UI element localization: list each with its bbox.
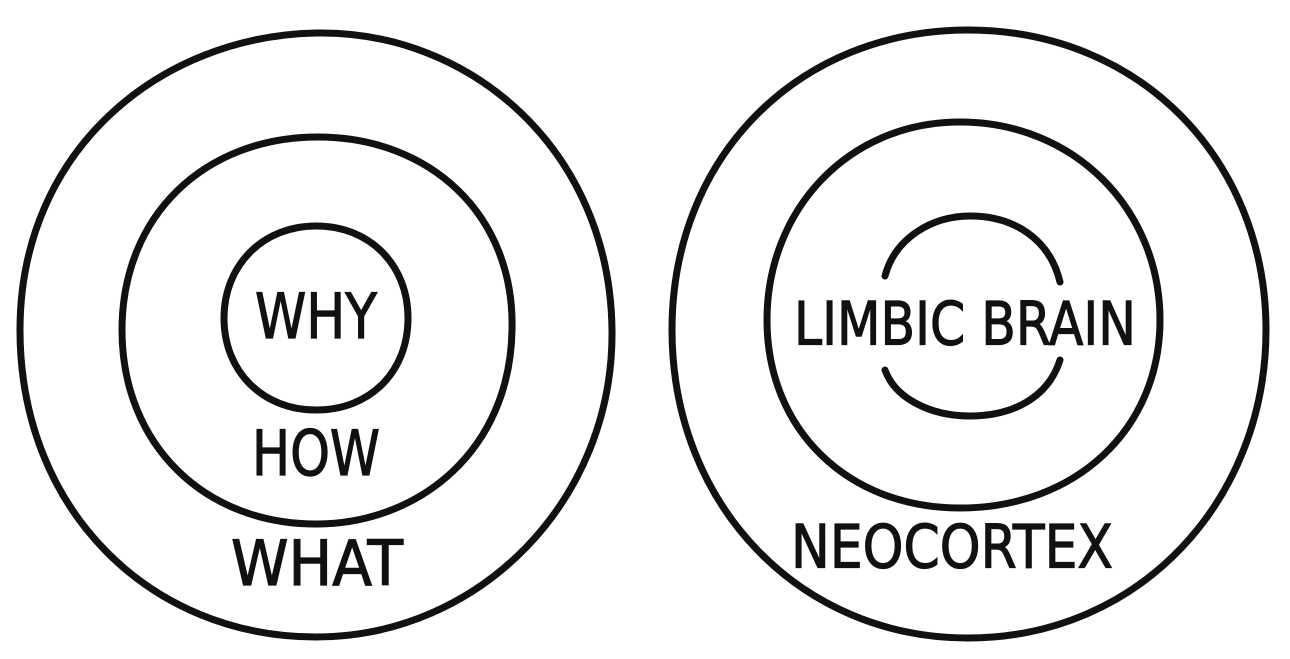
neocortex-outer-ring	[668, 26, 1270, 642]
golden-circle-diagram: WHY HOW WHAT	[16, 29, 616, 641]
limbic-ring	[763, 118, 1164, 512]
neocortex-label: NEOCORTEX	[791, 513, 1113, 583]
how-middle-ring	[118, 133, 516, 528]
why-inner-ring	[220, 222, 412, 414]
brain-diagram: LIMBIC BRAIN NEOCORTEX	[668, 26, 1270, 642]
what-label: WHAT	[231, 527, 404, 600]
why-label: WHY	[255, 280, 377, 353]
limbic-inner-arc-top	[881, 212, 1064, 286]
limbic-brain-label: LIMBIC BRAIN	[794, 290, 1136, 360]
what-outer-ring	[16, 29, 616, 641]
how-label: HOW	[252, 417, 380, 490]
limbic-inner-arc-bottom	[881, 356, 1064, 420]
